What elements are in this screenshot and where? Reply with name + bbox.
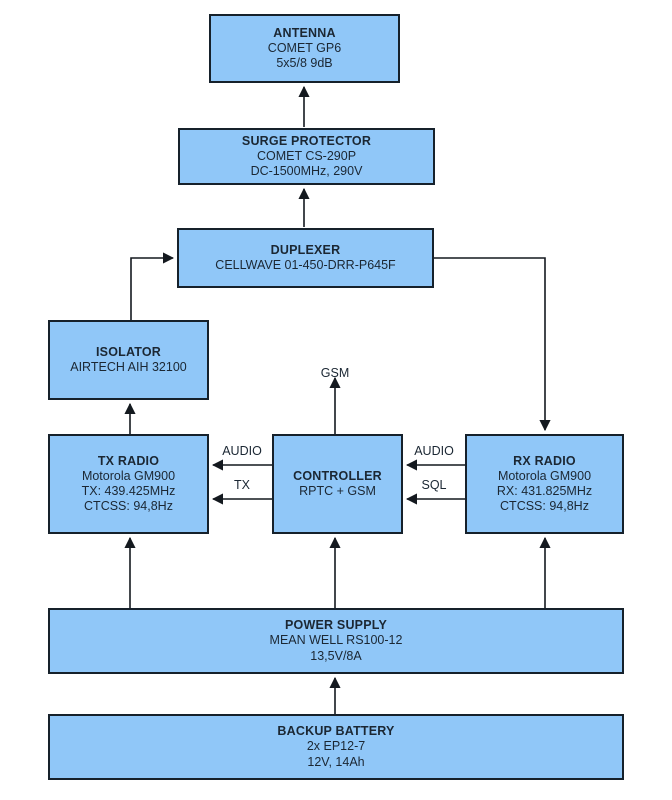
edge-label-gsm: GSM	[320, 366, 350, 380]
node-antenna-line2: COMET GP6	[267, 40, 342, 55]
edge-label-sql: SQL	[421, 478, 447, 492]
node-tx-radio[interactable]: TX RADIO Motorola GM900 TX: 439.425MHz C…	[48, 434, 209, 534]
node-backup-battery[interactable]: BACKUP BATTERY 2x EP12-7 12V, 14Ah	[48, 714, 624, 780]
node-surge-protector-title: SURGE PROTECTOR	[241, 133, 372, 148]
node-tx-radio-line4: CTCSS: 94,8Hz	[84, 499, 173, 514]
node-duplexer-line2: CELLWAVE 01-450-DRR-P645F	[215, 258, 396, 272]
node-backup-battery-line2: 2x EP12-7	[306, 739, 366, 754]
node-controller-title: CONTROLLER	[293, 468, 382, 483]
node-rx-radio-title: RX RADIO	[513, 453, 576, 468]
node-surge-protector-line3: DC-1500MHz, 290V	[250, 164, 363, 179]
edge-label-tx: TX	[234, 478, 250, 492]
node-power-supply[interactable]: POWER SUPPLY MEAN WELL RS100-12 13,5V/8A	[48, 608, 624, 674]
edge-label-audio-right: AUDIO	[414, 444, 454, 458]
node-tx-radio-title: TX RADIO	[97, 453, 160, 468]
node-power-supply-title: POWER SUPPLY	[285, 618, 387, 633]
node-surge-protector[interactable]: SURGE PROTECTOR COMET CS-290P DC-1500MHz…	[178, 128, 435, 185]
node-isolator-title: ISOLATOR	[95, 344, 162, 359]
node-power-supply-line3: 13,5V/8A	[310, 648, 362, 663]
node-antenna-title: ANTENNA	[273, 25, 336, 40]
node-backup-battery-title: BACKUP BATTERY	[277, 724, 395, 739]
node-rx-radio-line2: Motorola GM900	[497, 468, 592, 483]
node-tx-radio-line3: TX: 439.425MHz	[81, 484, 176, 498]
node-controller[interactable]: CONTROLLER RPTC + GSM	[272, 434, 403, 534]
node-tx-radio-line2: Motorola GM900	[81, 468, 176, 483]
node-rx-radio-line3: RX: 431.825MHz	[496, 484, 593, 498]
node-rx-radio[interactable]: RX RADIO Motorola GM900 RX: 431.825MHz C…	[465, 434, 624, 534]
node-antenna-line3: 5x5/8 9dB	[276, 56, 333, 71]
node-antenna[interactable]: ANTENNA COMET GP6 5x5/8 9dB	[209, 14, 400, 83]
node-duplexer-title: DUPLEXER	[270, 242, 341, 257]
node-rx-radio-line4: CTCSS: 94,8Hz	[500, 499, 589, 514]
edge-label-audio-left: AUDIO	[222, 444, 262, 458]
node-controller-line2: RPTC + GSM	[299, 484, 376, 498]
node-isolator[interactable]: ISOLATOR AIRTECH AIH 32100	[48, 320, 209, 400]
node-power-supply-line2: MEAN WELL RS100-12	[269, 633, 403, 648]
node-duplexer[interactable]: DUPLEXER CELLWAVE 01-450-DRR-P645F	[177, 228, 434, 288]
node-surge-protector-line2: COMET CS-290P	[256, 148, 357, 163]
wire-isolator-to-duplexer	[130, 252, 175, 320]
node-backup-battery-line3: 12V, 14Ah	[307, 754, 365, 769]
wire-duplexer-to-rx	[434, 257, 551, 432]
node-isolator-line2: AIRTECH AIH 32100	[70, 360, 187, 374]
